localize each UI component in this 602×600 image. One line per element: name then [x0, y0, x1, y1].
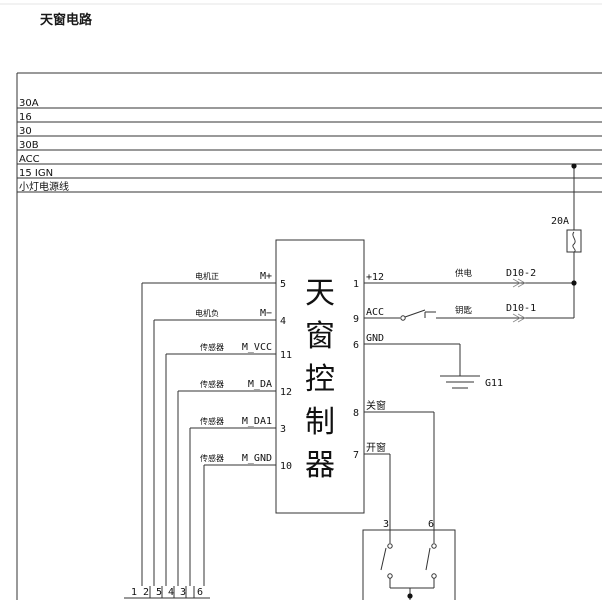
window-switch-wiring [364, 411, 435, 530]
signal-label: GND [366, 333, 384, 344]
window-switch-connector [362, 529, 456, 600]
connector-pin-number: 6 [197, 587, 203, 598]
signal-label: 关窗 [366, 399, 386, 412]
controller-char: 窗 [305, 319, 335, 354]
pin-number: 11 [280, 350, 292, 361]
pin-description: 传感器 [200, 342, 224, 352]
junction-dot [571, 163, 577, 169]
diagram-frame [16, 72, 602, 600]
pin-description: 传感器 [200, 416, 224, 426]
supply-code: D10-2 [506, 268, 536, 279]
controller-char: 天 [305, 276, 335, 311]
connector-pin-number: 4 [168, 587, 174, 598]
pin-number: 1 [353, 279, 359, 290]
fuse-rating: 20A [551, 216, 569, 227]
connector-pin-number: 1 [131, 587, 137, 598]
connector-pin-number: 2 [143, 587, 149, 598]
pin-description: 传感器 [200, 453, 224, 463]
junction-dot [571, 280, 577, 286]
left-pin-group: 电机正 M+ 5 电机负 M− 4 传感器 M_VCC 11 传感器 M_DA 12 传感器 M_DA1 3… [141, 271, 292, 586]
bus-line-label: 16 [19, 112, 32, 123]
right-pin-group: 1 +12 9 ACC 6 GND 8 关窗 7 开窗 [353, 272, 386, 461]
pin-description: 电机正 [195, 271, 219, 281]
controller-char: 制 [305, 405, 335, 440]
bus-line-label: ACC [19, 154, 40, 165]
bus-line-label: 小灯电源线 [19, 180, 69, 193]
pin-number: 9 [353, 314, 359, 325]
signal-label: M+ [260, 271, 272, 282]
bus-line-label: 30 [19, 126, 32, 137]
connector-pin-number: 5 [156, 587, 162, 598]
signal-label: ACC [366, 307, 384, 318]
key-code: D10-1 [506, 303, 536, 314]
connector-pin-number: 3 [180, 587, 186, 598]
supply-wiring [364, 166, 575, 376]
ground-label: G11 [485, 378, 503, 389]
pin-number: 3 [280, 424, 286, 435]
supply-desc: 供电 [455, 268, 473, 279]
pin-number: 7 [353, 450, 359, 461]
signal-label: M_DA [248, 379, 272, 390]
ground-symbol [440, 375, 480, 389]
bus-line-label: 15 IGN [19, 168, 53, 179]
bus-line-label: 30B [19, 140, 39, 151]
pin-number: 12 [280, 387, 292, 398]
connector-pin-number: 3 [383, 519, 389, 530]
pin-description: 传感器 [200, 379, 224, 389]
wire-arrow-marker [512, 278, 526, 323]
bus-line-label: 30A [19, 98, 39, 109]
pin-description: 电机负 [195, 308, 219, 318]
signal-label: M_GND [242, 453, 272, 464]
key-desc: 钥匙 [455, 305, 473, 316]
pin-number: 10 [280, 461, 292, 472]
page-title: 天窗电路 [40, 13, 93, 28]
signal-label: M_VCC [242, 342, 272, 353]
pin-number: 4 [280, 316, 286, 327]
pin-number: 6 [353, 340, 359, 351]
signal-label: M− [260, 308, 272, 319]
acc-switch [400, 309, 426, 321]
fuse-20a [566, 222, 582, 253]
controller-char: 器 [305, 448, 335, 483]
signal-label: +12 [366, 272, 384, 283]
pin-number: 8 [353, 408, 359, 419]
controller-char: 控 [305, 362, 335, 397]
controller-box [275, 239, 365, 514]
signal-label: M_DA1 [242, 416, 272, 427]
signal-label: 开窗 [366, 441, 386, 454]
connector-pin-number: 6 [428, 519, 434, 530]
pin-number: 5 [280, 279, 286, 290]
